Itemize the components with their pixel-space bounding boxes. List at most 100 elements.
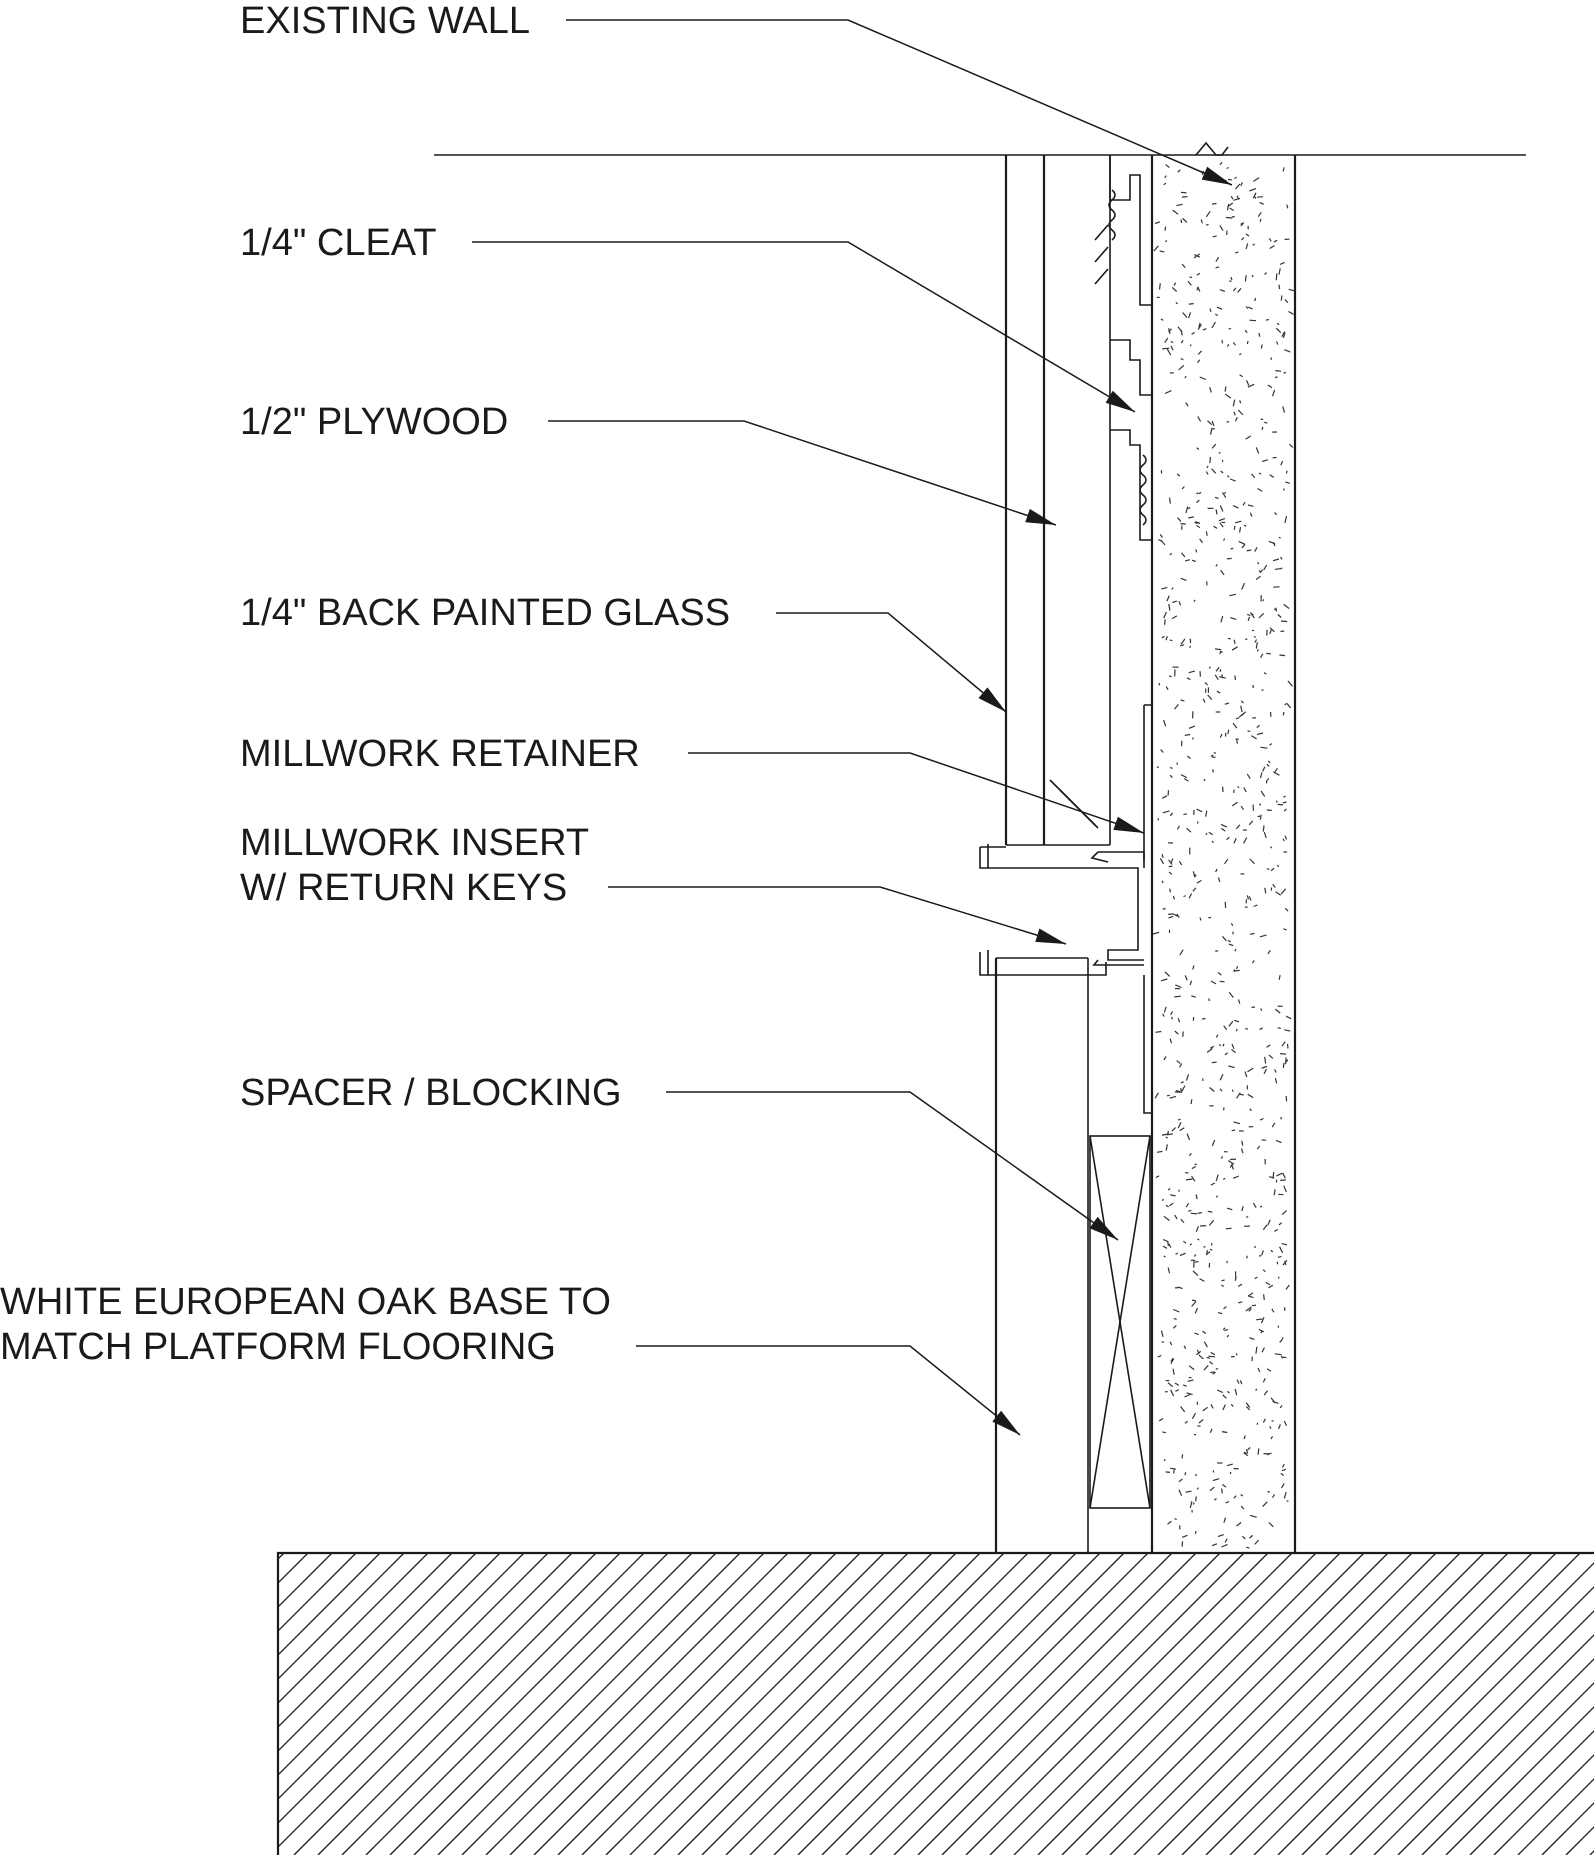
concrete-speck	[1285, 1015, 1292, 1020]
concrete-speck	[1247, 504, 1254, 507]
concrete-speck	[1234, 416, 1238, 422]
concrete-speck	[1281, 1210, 1287, 1216]
concrete-speck	[1173, 913, 1178, 917]
concrete-speck	[1277, 614, 1282, 618]
concrete-speck	[1252, 1202, 1257, 1209]
concrete-speck	[1217, 971, 1222, 976]
concrete-speck	[1211, 321, 1216, 329]
concrete-speck	[1177, 1286, 1183, 1290]
concrete-speck	[1276, 864, 1280, 868]
concrete-speck	[1244, 275, 1247, 282]
concrete-speck	[1165, 164, 1170, 169]
concrete-speck	[1219, 733, 1223, 738]
concrete-speck	[1164, 239, 1168, 243]
concrete-speck	[1197, 1238, 1200, 1241]
concrete-speck	[1279, 1405, 1283, 1409]
concrete-speck	[1183, 1240, 1187, 1244]
concrete-speck	[1279, 261, 1285, 265]
concrete-speck	[1235, 717, 1240, 720]
concrete-speck	[1245, 380, 1250, 386]
slab-hatch-line	[0, 1553, 260, 1855]
concrete-speck	[1265, 318, 1270, 321]
concrete-speck	[1211, 1139, 1216, 1147]
label-cleat: 1/4" CLEAT	[240, 222, 437, 264]
concrete-speck	[1247, 383, 1255, 388]
concrete-speck	[1164, 390, 1172, 395]
concrete-speck	[1169, 1202, 1174, 1207]
concrete-speck	[1239, 1093, 1244, 1096]
concrete-speck	[1162, 1431, 1166, 1434]
concrete-speck	[1171, 587, 1174, 590]
concrete-speck	[1241, 1140, 1244, 1146]
concrete-speck	[1230, 1403, 1234, 1407]
concrete-speck	[1251, 274, 1254, 278]
concrete-speck	[1175, 1389, 1179, 1392]
concrete-speck	[1273, 608, 1277, 611]
concrete-speck	[1251, 960, 1255, 964]
concrete-speck	[1165, 686, 1169, 691]
concrete-speck	[1285, 1284, 1290, 1290]
concrete-speck	[1274, 1077, 1278, 1084]
concrete-speck	[1230, 195, 1234, 200]
concrete-speck	[1187, 1379, 1194, 1382]
concrete-speck	[1247, 1292, 1254, 1297]
slab-hatch-line	[629, 1553, 933, 1855]
concrete-speck	[1242, 501, 1246, 506]
concrete-speck	[1164, 619, 1166, 625]
concrete-speck	[1240, 182, 1243, 187]
concrete-speck	[1224, 1052, 1228, 1056]
concrete-speck	[1198, 322, 1201, 328]
concrete-speck	[1197, 350, 1203, 355]
slab-hatch-line	[1157, 1553, 1461, 1855]
concrete-speck	[1243, 837, 1248, 844]
leader-plywood	[548, 420, 1057, 526]
concrete-speck	[1170, 1467, 1176, 1470]
concrete-speck	[1221, 1543, 1228, 1548]
concrete-speck	[1228, 991, 1234, 998]
concrete-speck	[1188, 893, 1193, 899]
concrete-speck	[1211, 468, 1217, 474]
concrete-speck	[1230, 276, 1233, 281]
concrete-speck	[1280, 1472, 1285, 1476]
concrete-speck	[1219, 1088, 1223, 1092]
concrete-speck	[1202, 698, 1206, 703]
concrete-speck	[1190, 1212, 1197, 1215]
concrete-speck	[1275, 370, 1282, 372]
concrete-speck	[1248, 1295, 1254, 1299]
concrete-speck	[1245, 306, 1249, 309]
concrete-speck	[1258, 332, 1261, 337]
concrete-speck	[1227, 939, 1232, 943]
concrete-speck	[1180, 191, 1187, 194]
concrete-speck	[1236, 739, 1238, 744]
concrete-speck	[1192, 887, 1197, 892]
concrete-speck	[1185, 402, 1189, 407]
concrete-speck	[1178, 860, 1183, 866]
concrete-speck	[1219, 161, 1223, 166]
concrete-speck	[1170, 1357, 1174, 1362]
concrete-speck	[1276, 322, 1280, 326]
concrete-speck	[1231, 1049, 1236, 1054]
concrete-speck	[1249, 188, 1257, 192]
concrete-speck	[1228, 1065, 1235, 1069]
concrete-speck	[1269, 627, 1275, 633]
concrete-speck	[1169, 1194, 1176, 1197]
concrete-speck	[1232, 931, 1234, 935]
concrete-speck	[1211, 1061, 1217, 1064]
slab-hatch-line	[1421, 1682, 1594, 1855]
concrete-speck	[1196, 1487, 1200, 1490]
concrete-speck	[1180, 1081, 1184, 1084]
concrete-speck	[1249, 1337, 1255, 1340]
concrete-speck	[1237, 288, 1242, 293]
concrete-speck	[1162, 1245, 1168, 1249]
concrete-speck	[1219, 289, 1226, 292]
concrete-speck	[1187, 755, 1191, 759]
concrete-speck	[1202, 1406, 1208, 1412]
slab-hatch-line	[278, 1553, 285, 1560]
concrete-speck	[1245, 435, 1252, 440]
concrete-speck	[1274, 512, 1278, 516]
concrete-speck	[1254, 196, 1257, 199]
concrete-speck	[1173, 282, 1177, 286]
concrete-speck	[1211, 202, 1217, 205]
concrete-speck	[1210, 1351, 1216, 1356]
concrete-speck	[1187, 280, 1192, 286]
